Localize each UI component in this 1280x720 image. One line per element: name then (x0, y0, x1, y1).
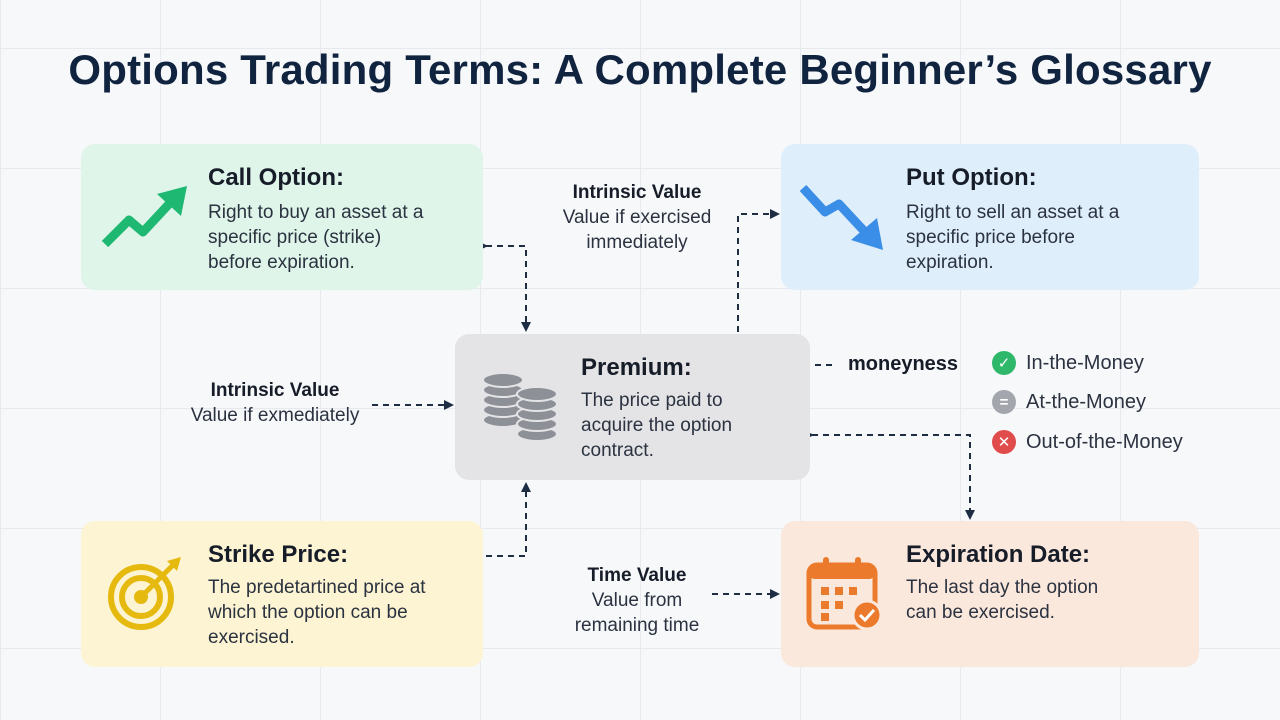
expiration-date-title: Expiration Date: (906, 541, 1091, 568)
in-the-money-item: ✓ In-the-Money (992, 350, 1144, 376)
moneyness-label: moneyness (848, 353, 959, 375)
call-option-title: Call Option: (208, 164, 344, 191)
x-circle-icon: ✕ (992, 430, 1016, 454)
check-circle-icon: ✓ (992, 351, 1016, 375)
coin-stacks-icon (482, 372, 558, 442)
premium-title: Premium: (581, 354, 692, 381)
strike-price-card: Strike Price: The predetartined price at… (81, 521, 483, 667)
connector-call-premium (478, 241, 531, 332)
strike-price-title: Strike Price: (208, 541, 349, 568)
trend-up-arrow-icon (101, 186, 187, 248)
page-title: Options Trading Terms: A Complete Beginn… (68, 46, 1212, 93)
at-the-money-item: = At-the-Money (992, 389, 1146, 415)
connector-strike-premium (486, 482, 531, 557)
trend-down-arrow-icon (799, 184, 883, 250)
target-icon (108, 557, 181, 630)
expiration-date-card: Expiration Date: The last day the option… (781, 521, 1199, 667)
put-option-title: Put Option: (906, 164, 1037, 191)
equals-circle-icon: = (992, 390, 1016, 414)
connector-premium-put (737, 209, 780, 332)
out-of-the-money-item: ✕ Out-of-the-Money (992, 429, 1183, 455)
connector-premium-expiration (804, 430, 975, 520)
calendar-check-icon (806, 557, 883, 631)
intrinsic-value-label-left: Intrinsic Value Value if exmediately (190, 380, 360, 426)
